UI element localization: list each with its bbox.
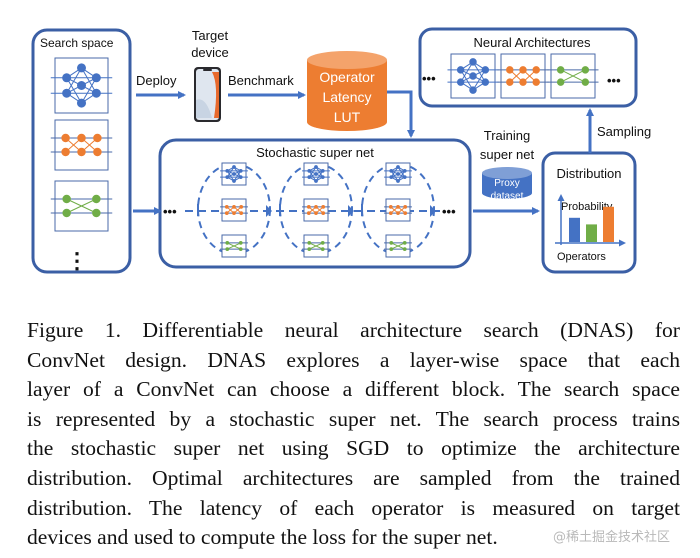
blue-block-icon xyxy=(447,53,499,99)
blue-block-icon xyxy=(302,162,330,186)
watermark: @稀土掘金技术社区 xyxy=(553,530,671,545)
proxy-line1: Proxy xyxy=(494,178,520,189)
phone-icon xyxy=(194,67,221,122)
supernet-layer xyxy=(197,162,272,258)
operator-latency-lut: Operator Latency LUT xyxy=(307,51,387,131)
na-ellipsis-left: ••• xyxy=(422,71,436,86)
caption-line: the stochastic super net using SGD to op… xyxy=(27,436,680,461)
supernet-ellipsis-left: ••• xyxy=(163,204,177,219)
orange-block-icon xyxy=(50,119,113,171)
supernet-layer xyxy=(361,162,436,258)
lut-to-supernet-arrow xyxy=(387,90,415,138)
supernet-title: Stochastic super net xyxy=(256,145,374,160)
proxy-line2: dataset xyxy=(491,191,524,202)
figure-caption: Figure 1. Differentiable neural architec… xyxy=(27,316,680,553)
more-blocks-ellipsis: ⋮ xyxy=(66,248,88,273)
benchmark-label: Benchmark xyxy=(228,73,294,88)
distribution-bar xyxy=(586,224,597,242)
distribution-bar xyxy=(603,206,614,242)
search-space-panel: Search space ⋮ xyxy=(31,28,132,274)
orange-block-icon xyxy=(497,53,549,99)
target-device-label-line1: Target xyxy=(192,28,229,43)
search-space-title: Search space xyxy=(40,36,114,50)
target-device-label-line2: device xyxy=(191,45,229,60)
caption-line: distribution. Optimal architectures are … xyxy=(27,465,680,490)
caption-line: layer of a ConvNet can choose a differen… xyxy=(27,377,680,402)
deploy-label: Deploy xyxy=(136,73,177,88)
caption-line: distribution. The latency of each operat… xyxy=(27,495,680,520)
prob-axis-label: Probability xyxy=(561,201,613,213)
green-block-icon xyxy=(302,234,330,258)
sampling-label: Sampling xyxy=(597,124,651,139)
green-block-icon xyxy=(547,53,599,99)
stochastic-supernet-panel: Stochastic super net ••• ••• xyxy=(158,138,472,269)
blue-block-icon xyxy=(50,57,113,114)
lut-line2: Latency xyxy=(322,89,371,105)
supernet-ellipsis-right: ••• xyxy=(442,204,456,219)
training-label-line1: Training xyxy=(484,128,530,143)
orange-block-icon xyxy=(384,198,412,222)
lut-line1: Operator xyxy=(319,69,375,85)
green-block-icon xyxy=(50,180,113,232)
operators-axis-label: Operators xyxy=(557,251,606,263)
distribution-panel: Distribution Probability Operators xyxy=(541,151,637,274)
orange-block-icon xyxy=(220,198,248,222)
distribution-bar xyxy=(569,217,580,242)
green-block-icon xyxy=(384,234,412,258)
training-label-line2: super net xyxy=(480,147,535,162)
proxy-dataset: Proxy dataset xyxy=(482,167,532,202)
caption-line: devices and used to compute the loss for… xyxy=(27,525,498,550)
neural-architectures-title: Neural Architectures xyxy=(473,35,591,50)
caption-line: Figure 1. Differentiable neural architec… xyxy=(27,318,680,342)
neural-architectures-panel: Neural Architectures ••• ••• xyxy=(418,27,638,108)
blue-block-icon xyxy=(220,162,248,186)
dnas-diagram: Search space ⋮ Deploy Target device Benc… xyxy=(31,27,651,274)
orange-block-icon xyxy=(302,198,330,222)
caption-line: ConvNet design. DNAS explores a layer-wi… xyxy=(27,347,680,372)
lut-line3: LUT xyxy=(334,109,361,125)
blue-block-icon xyxy=(384,162,412,186)
caption-line: is represented by a stochastic super net… xyxy=(27,406,680,431)
supernet-layer xyxy=(279,162,354,258)
na-ellipsis-right: ••• xyxy=(607,73,621,88)
green-block-icon xyxy=(220,234,248,258)
distribution-title: Distribution xyxy=(556,166,621,181)
